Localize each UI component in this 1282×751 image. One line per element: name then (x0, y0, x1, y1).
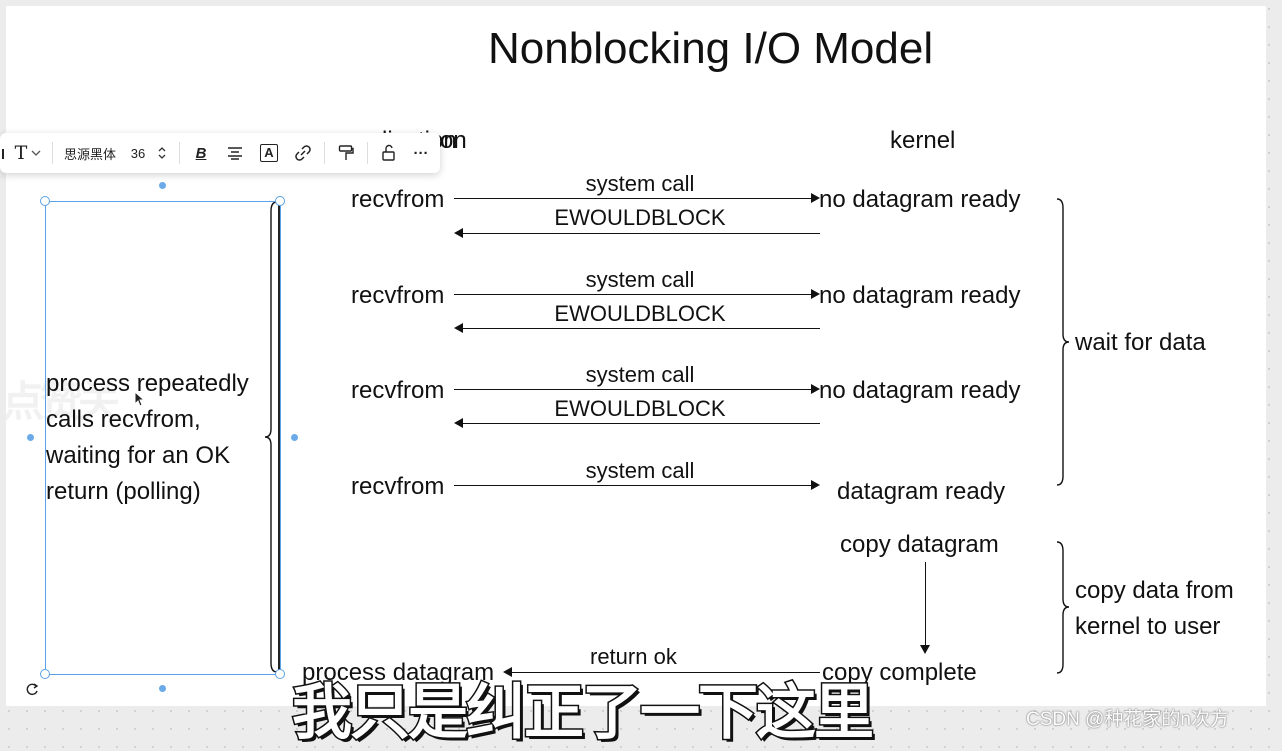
application-label-tail: on (440, 127, 467, 154)
process-bracket-bar (270, 203, 280, 671)
kernel-label: kernel (890, 127, 956, 154)
resize-handle-bottom[interactable] (159, 685, 166, 692)
wait-brace (1056, 198, 1070, 486)
recvfrom-label: recvfrom (351, 282, 445, 309)
wait-for-data-label: wait for data (1075, 329, 1206, 356)
copy-arrow (920, 562, 930, 654)
toolbar-divider (179, 142, 180, 164)
toolbar-divider (367, 142, 368, 164)
process-note-line: waiting for an OK (46, 442, 231, 469)
resize-handle-bottom-left[interactable] (40, 669, 50, 679)
resize-handle-bottom-right[interactable] (275, 669, 285, 679)
chevron-down-icon (31, 150, 41, 156)
selected-textbox[interactable] (45, 201, 281, 675)
kernel-state-label: no datagram ready (819, 377, 1021, 404)
datagram-ready-label: datagram ready (837, 478, 1006, 505)
process-datagram-label: process datagram (302, 659, 495, 686)
process-note[interactable]: process repeatedly calls recvfrom, waiti… (46, 366, 249, 510)
copy-datagram-label: copy datagram (840, 531, 999, 558)
align-center-icon (228, 147, 242, 160)
request-arrow (454, 193, 820, 203)
recvfrom-label: recvfrom (351, 473, 445, 500)
ewouldblock-label: EWOULDBLOCK (554, 205, 726, 230)
toolbar-edge-icon[interactable] (0, 133, 8, 173)
more-icon: ··· (413, 144, 429, 162)
stepper-arrows-icon[interactable] (157, 145, 167, 161)
link-icon (295, 145, 311, 161)
rotate-icon[interactable] (26, 682, 40, 696)
font-size-stepper[interactable]: 36 (123, 133, 175, 173)
ghost-overlay-text: 点赞关 (2, 378, 120, 425)
format-painter-button[interactable] (329, 133, 363, 173)
video-subtitle: 我只是纠正了一下这里 (291, 677, 876, 750)
text-tool-button[interactable]: T (8, 133, 48, 173)
system-call-label: system call (585, 458, 695, 483)
csdn-watermark: CSDN @种花家的n次方 (1026, 709, 1229, 730)
resize-handle-top-left[interactable] (40, 196, 50, 206)
reply-arrow (454, 418, 820, 428)
link-button[interactable] (286, 133, 320, 173)
return-ok-label: return ok (590, 644, 677, 669)
reply-arrow (454, 228, 820, 238)
reply-arrow (454, 323, 820, 333)
copy-data-label-line2: kernel to user (1075, 613, 1221, 640)
diagram-title: Nonblocking I/O Model (488, 24, 934, 73)
kernel-state-label: no datagram ready (819, 282, 1021, 309)
system-call-label: system call (585, 171, 695, 196)
font-family-value: 思源黑体 (63, 146, 116, 162)
ewouldblock-label: EWOULDBLOCK (554, 301, 726, 326)
bold-button[interactable]: B (184, 133, 218, 173)
toolbar-divider (52, 142, 53, 164)
toolbar-divider (324, 142, 325, 164)
request-arrow (454, 289, 820, 299)
diagram-canvas[interactable] (6, 6, 1266, 706)
return-ok-arrow (503, 667, 820, 677)
text-tool-icon: T (14, 142, 28, 164)
system-call-label: system call (585, 362, 695, 387)
copy-data-label-line1: copy data from (1075, 577, 1234, 604)
resize-handle-left[interactable] (27, 434, 34, 441)
resize-handle-top-right[interactable] (275, 196, 285, 206)
text-color-icon: A (260, 144, 278, 162)
process-note-line: return (polling) (46, 478, 201, 505)
request-arrow (454, 480, 820, 490)
recvfrom-label: recvfrom (351, 186, 445, 213)
mouse-cursor-icon (134, 391, 146, 407)
align-button[interactable] (218, 133, 252, 173)
process-brace (264, 201, 278, 673)
copy-brace (1056, 541, 1070, 674)
font-size-value: 36 (130, 145, 146, 161)
request-arrow (454, 384, 820, 394)
kernel-state-label: no datagram ready (819, 186, 1021, 213)
text-format-toolbar: T 思源黑体 36 B A ··· (0, 133, 440, 173)
resize-handle-top[interactable] (159, 182, 166, 189)
process-note-line: calls recvfrom, (46, 406, 201, 433)
resize-handle-right[interactable] (291, 434, 298, 441)
format-painter-icon (338, 145, 354, 160)
font-family-select[interactable]: 思源黑体 (57, 133, 123, 173)
ewouldblock-label: EWOULDBLOCK (554, 396, 726, 421)
lock-button[interactable] (372, 133, 406, 173)
process-note-line: process repeatedly (46, 370, 249, 397)
recvfrom-label: recvfrom (351, 377, 445, 404)
text-color-button[interactable]: A (252, 133, 286, 173)
system-call-label: system call (585, 267, 695, 292)
bold-icon: B (195, 144, 207, 162)
more-options-button[interactable]: ··· (406, 133, 436, 173)
copy-complete-label: copy complete (822, 659, 977, 686)
unlock-icon (382, 144, 395, 161)
